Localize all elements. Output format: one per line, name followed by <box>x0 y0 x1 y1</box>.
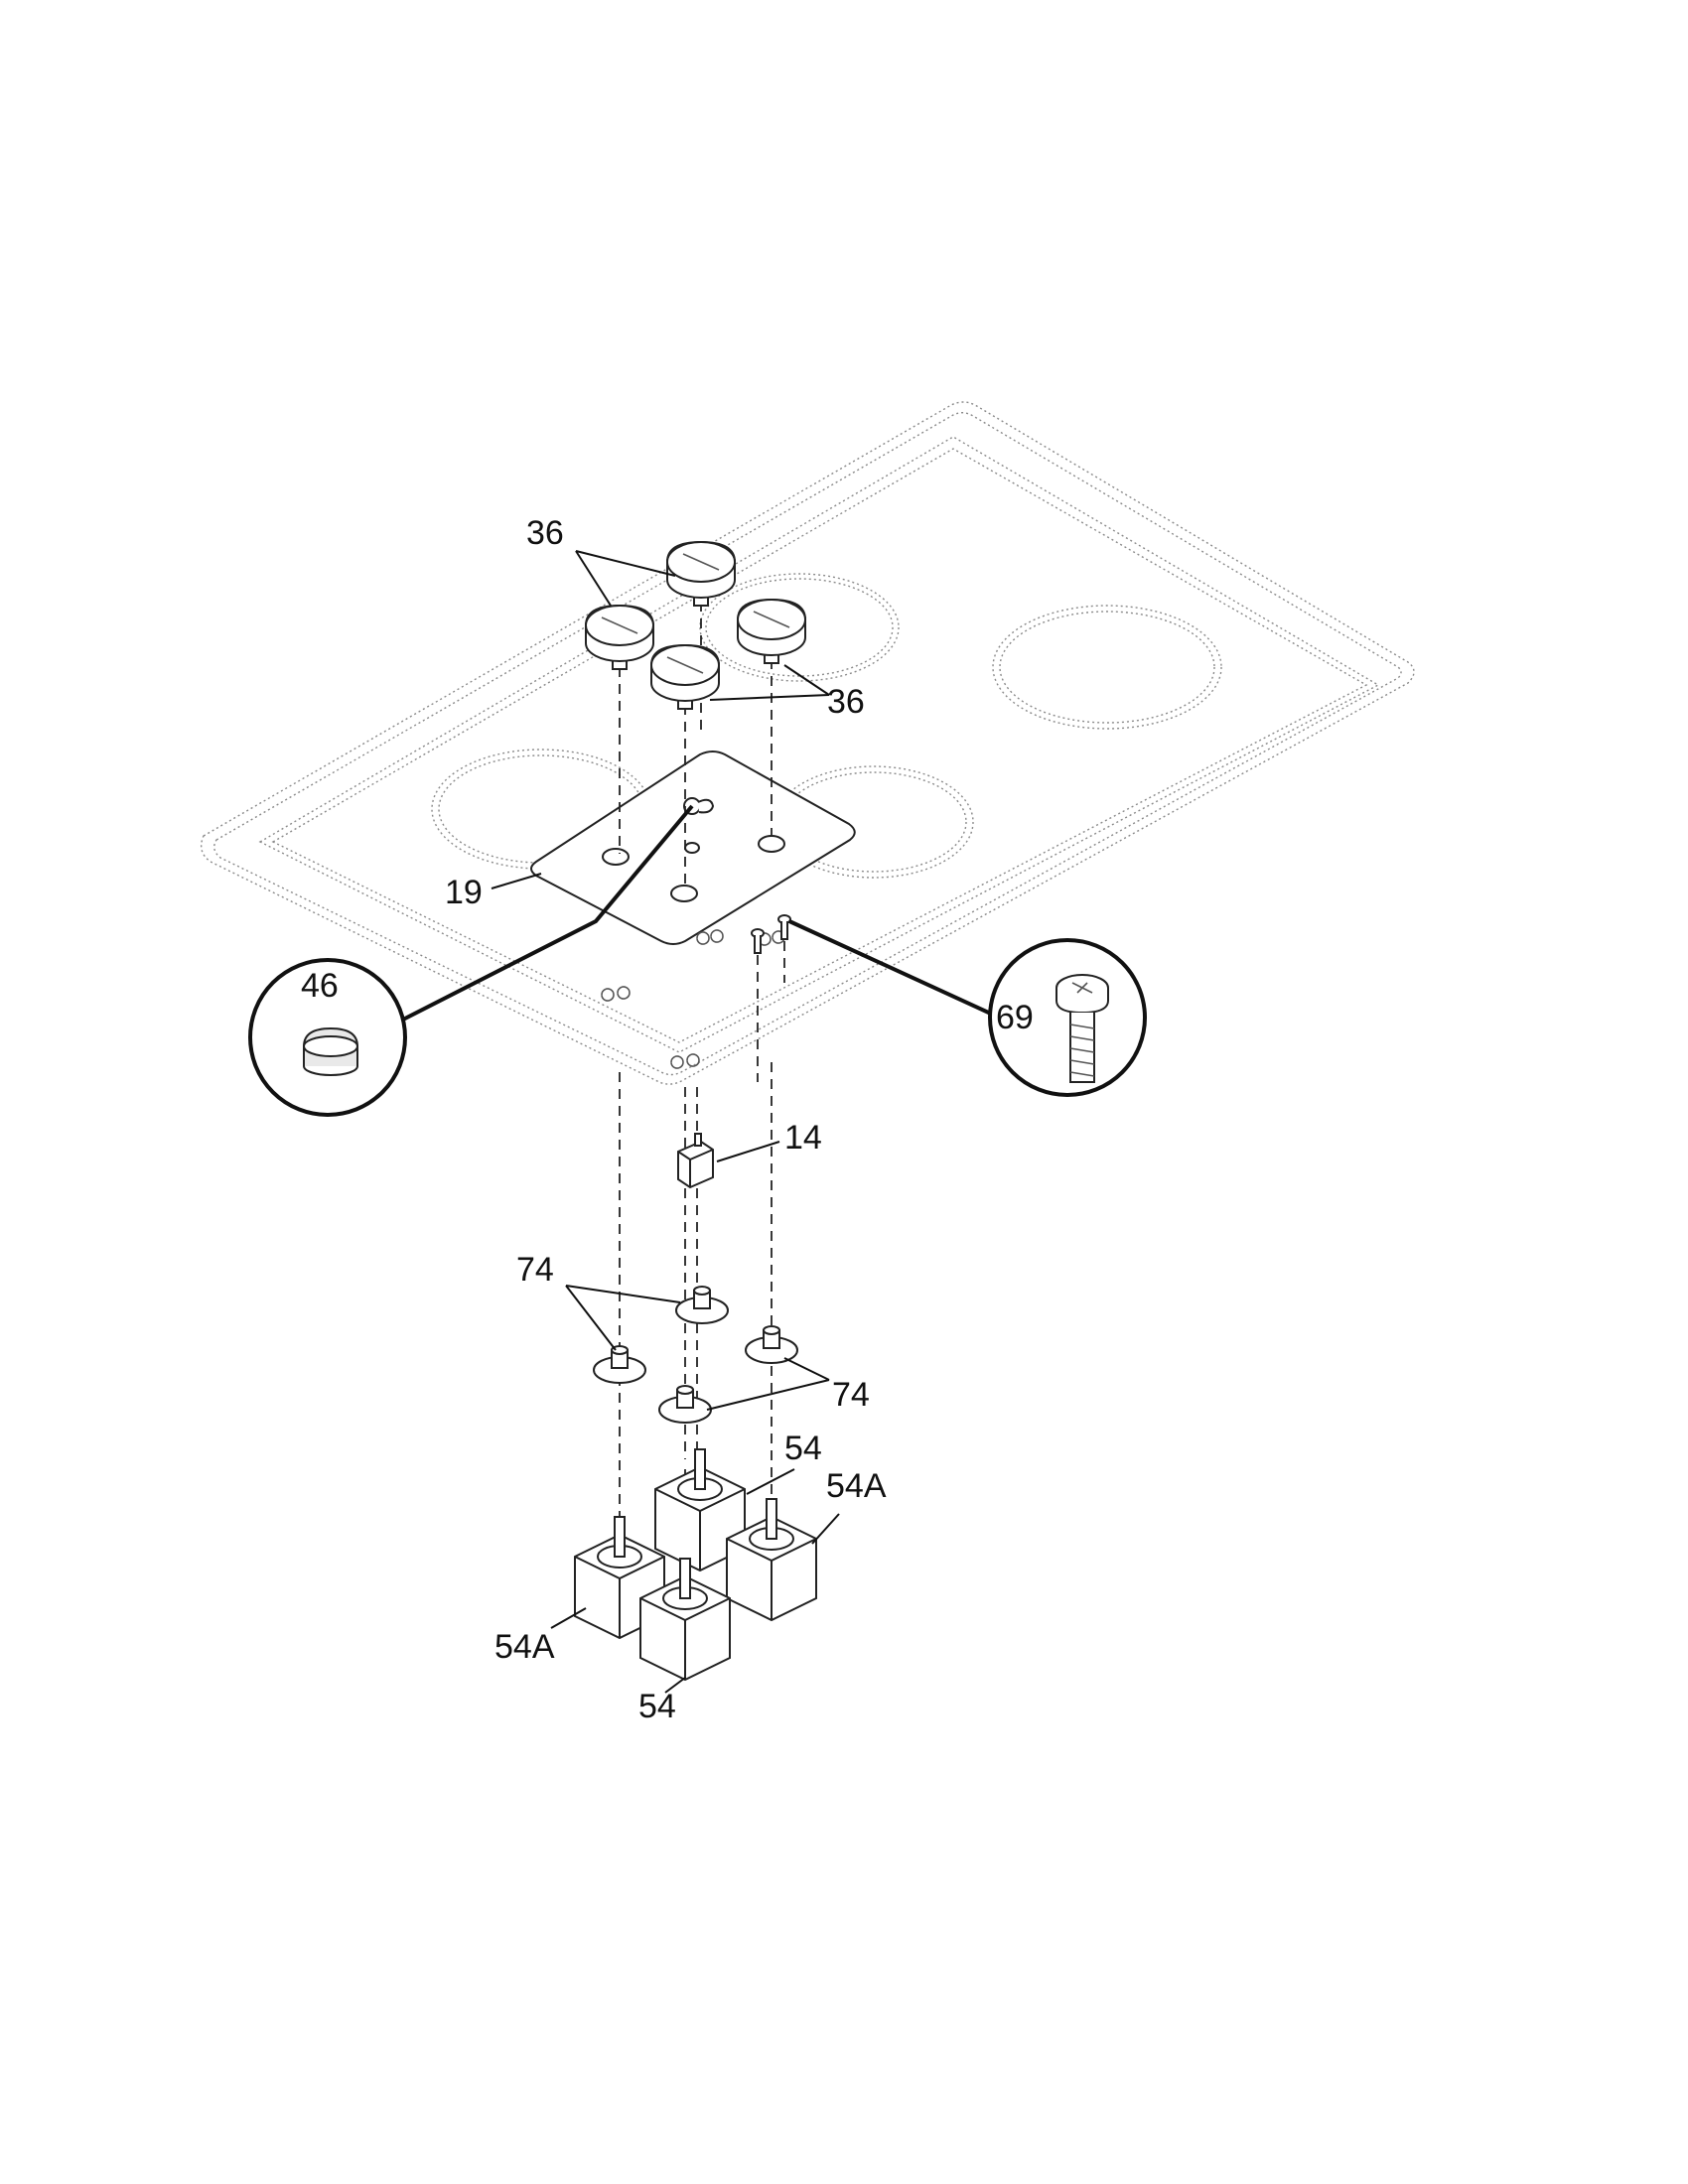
bezel-bottom <box>658 1385 712 1424</box>
label-control-right: 54A <box>826 1467 887 1505</box>
knob-back-left <box>585 604 654 854</box>
label-knob-right: 36 <box>827 683 865 721</box>
burner-front-right <box>774 765 974 879</box>
label-screw: 69 <box>996 999 1034 1036</box>
label-control-front: 54 <box>638 1688 676 1725</box>
callout-labels: 36 36 19 46 69 14 74 74 54 54A 54A 54 <box>301 514 1034 1725</box>
knob-front-center <box>650 643 720 884</box>
label-switch: 14 <box>784 1119 822 1157</box>
detail-plug <box>248 804 694 1117</box>
label-bezel-top: 74 <box>516 1251 554 1289</box>
label-plug: 46 <box>301 967 339 1005</box>
control-front <box>639 1558 731 1682</box>
bezel-left <box>593 1345 646 1384</box>
detail-screw <box>788 919 1147 1097</box>
switch <box>677 1133 714 1189</box>
bezel-right <box>745 1325 798 1364</box>
surface-holes <box>601 929 785 1069</box>
label-knob-top: 36 <box>526 514 564 552</box>
leader-lines <box>491 550 840 1694</box>
burner-back-left <box>699 573 900 682</box>
knob-right <box>737 598 806 836</box>
burner-back-right <box>992 605 1222 730</box>
cooktop-glass <box>201 401 1415 1085</box>
bezel-top <box>675 1286 729 1324</box>
label-panel: 19 <box>445 874 483 911</box>
label-bezel-bottom: 74 <box>832 1376 870 1414</box>
control-right <box>726 1498 817 1622</box>
control-back <box>654 1448 746 1572</box>
control-panel <box>530 751 856 945</box>
label-control-left: 54A <box>494 1628 555 1666</box>
knob-back-center <box>666 540 736 735</box>
label-control-back: 54 <box>784 1430 822 1467</box>
panel-screws <box>751 914 791 1082</box>
